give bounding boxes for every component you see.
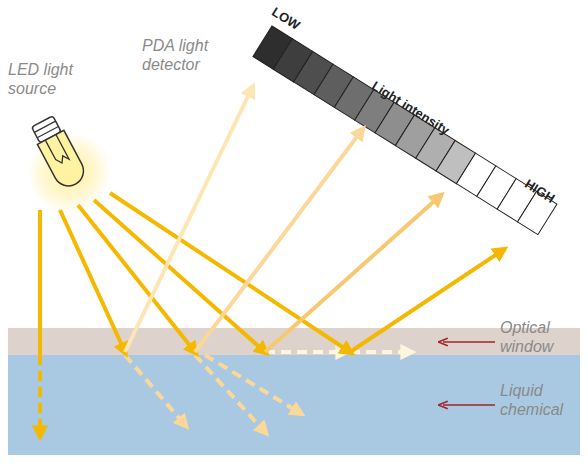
caption-label: LED light source (8, 60, 108, 98)
caption-label: PDA light detector (142, 36, 242, 74)
caption-label: Optical window (500, 318, 586, 356)
liquid (8, 355, 580, 455)
pointer-arrow (443, 404, 495, 406)
optical-window (8, 328, 580, 355)
caption-label: Liquid chemical (500, 381, 586, 419)
led-symbol (5, 102, 125, 228)
refracted-rays (40, 352, 410, 435)
pointer-arrow (443, 341, 495, 343)
intensity-bar (253, 26, 557, 235)
incident-rays (40, 193, 350, 355)
